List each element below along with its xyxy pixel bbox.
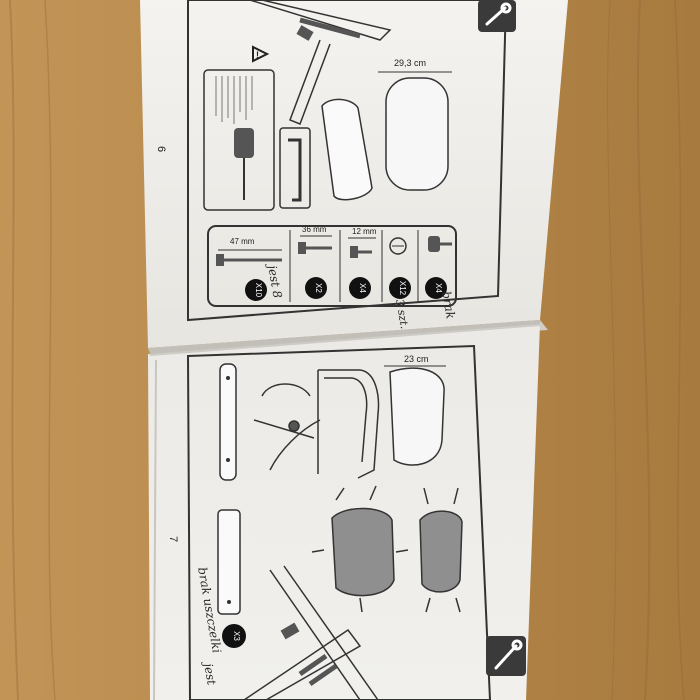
handwritten-note-brak: brak: [439, 290, 458, 320]
leg-rail-hole-1: [226, 376, 230, 380]
tray-dimension-label: 23 cm: [404, 354, 429, 364]
backrest-frame-part: [317, 369, 380, 479]
screw-mid-length: 36 mm: [302, 225, 327, 234]
seat-dimension-label: 29,3 cm: [394, 58, 426, 68]
slat-hole: [227, 600, 231, 604]
handwritten-note-jest-8: jest 8: [265, 261, 285, 299]
allen-key-box: [279, 127, 311, 209]
leg-rail-part: [219, 363, 237, 481]
handwritten-note-jest: jest: [201, 659, 219, 686]
allen-key-tool: [234, 128, 254, 200]
screw-long: 47 mm X10: [216, 237, 282, 301]
leg-rail-hole-2: [226, 458, 230, 462]
bracket-qty-label: X3: [232, 631, 241, 641]
wood-grain: [9, 0, 685, 700]
knob-qty: X4: [434, 283, 443, 293]
cap-nut: X12: [389, 237, 411, 299]
screw-short-length: 12 mm: [352, 227, 377, 236]
handwritten-note-3-szt: 3 szt.: [393, 298, 411, 330]
warning-triangle-icon: !: [252, 45, 270, 63]
screw-long-length: 47 mm: [230, 237, 255, 246]
screw-long-qty: X10: [254, 283, 263, 298]
harness-part: [253, 383, 321, 471]
wrench-icon-bottom: [494, 639, 523, 670]
seat-cushion-part: [311, 485, 409, 613]
warning-textbox: [203, 69, 275, 211]
booklet-top-page: 6 !: [140, 0, 568, 356]
screw-mid: 36 mm X2: [298, 225, 332, 299]
slat-part: [217, 509, 241, 615]
back-cushion-part: [419, 487, 463, 613]
booklet-spine-shadow: [148, 320, 540, 356]
hardware-separators: [289, 230, 419, 302]
screw-mid-qty: X2: [314, 283, 323, 293]
cap-nut-qty: X12: [398, 281, 407, 296]
screw-short: 12 mm X4: [348, 227, 377, 299]
hardware-panel: [207, 225, 457, 307]
small-bracket-part: [296, 25, 314, 41]
wrench-icon: [485, 2, 512, 26]
seat-back-part: [321, 98, 373, 201]
svg-text:!: !: [256, 50, 259, 60]
booklet-bottom-page: 7 23 cm: [148, 324, 540, 700]
seat-tray-part: [385, 77, 449, 191]
page-number-7: 7: [167, 536, 179, 542]
allen-key-icon: [288, 138, 302, 202]
page-number-6: 6: [155, 146, 167, 152]
warning-text-lines: [215, 76, 253, 124]
leg-grip-stripes: [298, 653, 338, 687]
screw-short-qty: X4: [358, 283, 367, 293]
small-bracket-part-bottom: [280, 622, 300, 640]
bracket-qty-badge: [222, 624, 246, 648]
tray-part: [389, 367, 445, 466]
knob-part: X4: [425, 236, 452, 299]
handle-illustration: [249, 0, 392, 125]
diagonal-leg-part: [243, 565, 379, 700]
